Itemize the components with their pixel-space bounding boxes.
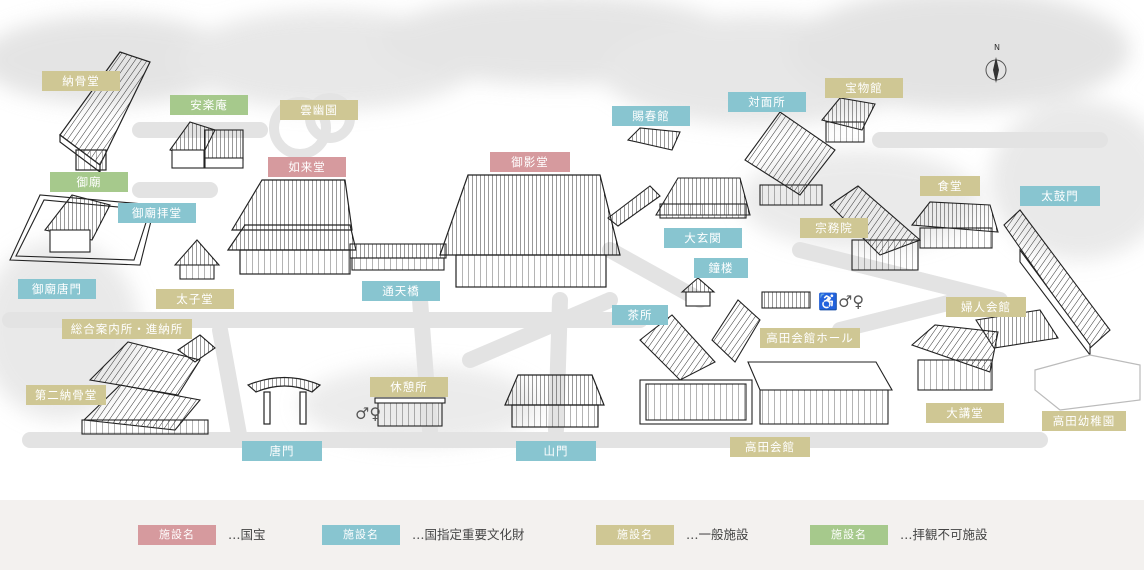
label-gobyo[interactable]: 御廟	[50, 172, 128, 192]
shishunkan-building	[626, 127, 681, 151]
taimenjo-building	[744, 111, 836, 206]
legend: 施設名 …国宝 施設名 …国指定重要文化財 施設名 …一般施設 施設名 …拝観不…	[0, 500, 1144, 570]
legend-swatch: 施設名	[596, 525, 674, 545]
label-taimenjo[interactable]: 対面所	[728, 92, 806, 112]
sanmon-building	[504, 374, 605, 428]
label-fujinkaikan[interactable]: 婦人会館	[946, 297, 1026, 317]
label-gobyo-haido[interactable]: 御廟拝堂	[118, 203, 196, 223]
takada-hall-building	[711, 291, 811, 363]
label-daikodo[interactable]: 大講堂	[926, 403, 1004, 423]
label-goeido[interactable]: 御影堂	[490, 152, 570, 172]
homotsukan-building	[821, 97, 876, 143]
label-daigenkan[interactable]: 大玄関	[664, 228, 742, 248]
label-chasho[interactable]: 茶所	[612, 305, 668, 325]
label-takada-kindergarten[interactable]: 高田幼稚園	[1042, 411, 1126, 431]
daigenkan-building	[655, 177, 751, 219]
takada-kindergarten-building	[1034, 354, 1141, 411]
restroom-icon: ♂♀	[838, 292, 865, 311]
label-takada-kaikan[interactable]: 高田会館	[730, 437, 810, 457]
legend-text: …拝観不可施設	[900, 527, 988, 542]
daikodo-building	[910, 324, 999, 391]
label-shumuin[interactable]: 宗務院	[800, 218, 868, 238]
takada-kaikan-building	[639, 361, 893, 425]
label-jikido[interactable]: 食堂	[920, 176, 980, 196]
label-shishunkan[interactable]: 賜春館	[612, 106, 690, 126]
legend-text: …一般施設	[686, 527, 749, 542]
kyukeijo-building	[374, 397, 446, 427]
legend-text: …国宝	[228, 527, 266, 542]
label-taishido[interactable]: 太子堂	[156, 289, 234, 309]
label-unyuen[interactable]: 雲幽園	[280, 100, 358, 120]
label-daini-noukotsudo[interactable]: 第二納骨堂	[26, 385, 106, 405]
tsutenkyo-bridge	[349, 243, 447, 271]
goeido-building	[439, 174, 621, 288]
label-sanmon[interactable]: 山門	[516, 441, 596, 461]
label-karamon[interactable]: 唐門	[242, 441, 322, 461]
wheelchair-icon: ♿	[818, 292, 838, 311]
label-taikomon[interactable]: 太鼓門	[1020, 186, 1100, 206]
label-anrakuan[interactable]: 安楽庵	[170, 95, 248, 115]
legend-swatch: 施設名	[322, 525, 400, 545]
shumuin-building	[829, 185, 922, 271]
sogo-annaijo-building	[81, 334, 216, 435]
label-nyoraido[interactable]: 如来堂	[268, 157, 346, 177]
gobyo-building	[44, 194, 111, 253]
label-tsutenkyo[interactable]: 通天橋	[362, 281, 440, 301]
label-takada-hall[interactable]: 高田会館ホール	[760, 328, 860, 348]
legend-swatch: 施設名	[810, 525, 888, 545]
temple-grounds-map: 納骨堂 安楽庵 雲幽園 如来堂 御影堂 賜春館 対面所 宝物館 御廟 御廟拝堂 …	[0, 0, 1144, 461]
corridor	[607, 185, 661, 227]
compass-rose-icon: N	[984, 42, 1024, 86]
jikido-building	[910, 201, 999, 249]
restroom-icon: ♂♀	[355, 404, 382, 423]
karamon-building	[246, 376, 322, 425]
label-noukotsudo[interactable]: 納骨堂	[42, 71, 120, 91]
label-gobyo-karamon[interactable]: 御廟唐門	[18, 279, 96, 299]
taishido-building	[173, 239, 221, 280]
label-sogo-annaijo[interactable]: 総合案内所・進納所	[62, 319, 192, 339]
map-drawing	[0, 0, 1144, 448]
shoro-building	[680, 277, 716, 307]
legend-text: …国指定重要文化財	[412, 527, 525, 542]
north-label: N	[994, 43, 1000, 52]
anrakuan-building	[169, 121, 244, 169]
label-homotsukan[interactable]: 宝物館	[825, 78, 903, 98]
legend-swatch: 施設名	[138, 525, 216, 545]
label-shoro[interactable]: 鐘楼	[694, 258, 748, 278]
label-kyukeijo[interactable]: 休憩所	[370, 377, 448, 397]
nyoraido-building	[226, 179, 357, 275]
